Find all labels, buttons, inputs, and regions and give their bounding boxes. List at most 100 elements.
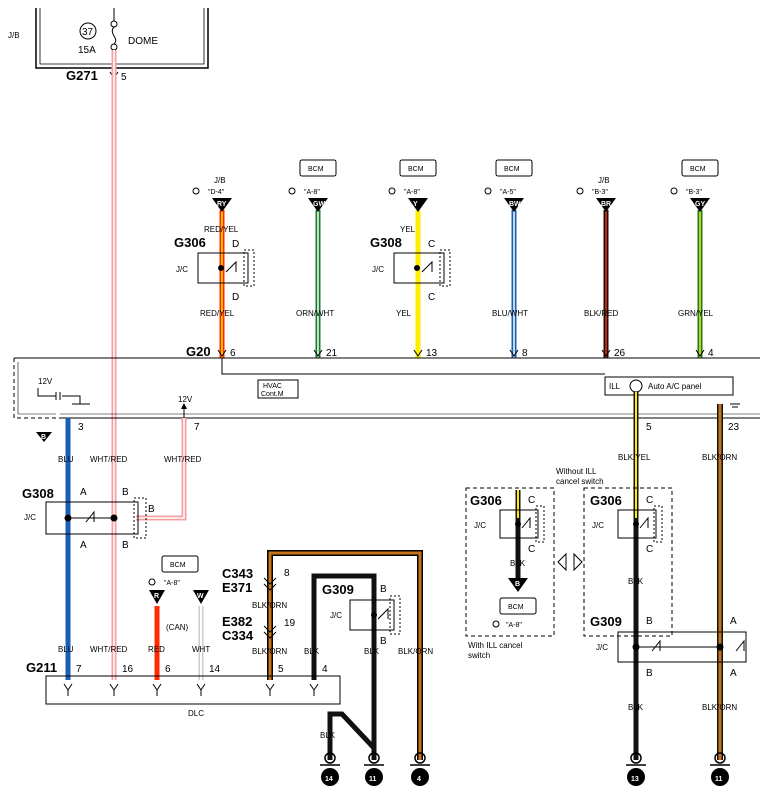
g309-right-pin-a-lower: A (730, 668, 737, 679)
dlc-pin-number: 16 (122, 664, 134, 675)
g309-mid-blk-orn: BLK/ORN (398, 647, 433, 656)
g20-pin: 4 (708, 348, 714, 359)
left-wht-red-secondary: WHT/RED (164, 455, 202, 464)
branch-jb-label: J/B (598, 176, 610, 185)
ground-13: 13 (626, 752, 646, 786)
dlc-pin: 5 (265, 664, 284, 696)
g306-with-ref: "A-8" (506, 622, 522, 629)
right-blk-yel: BLK/YEL (618, 453, 651, 462)
g306-with-bcm: BCM (508, 604, 524, 611)
left-wires (65, 418, 204, 680)
g20-pin: 6 (230, 348, 236, 359)
g309-right-pin-b-lower: B (646, 668, 653, 679)
branch-bcm-label: BCM (308, 166, 324, 173)
g309-right-blk: BLK (628, 703, 644, 712)
fuse-number: 37 (82, 27, 94, 38)
ground-number: 11 (369, 776, 377, 783)
with-ill-label-2: switch (468, 651, 490, 660)
dlc-pin-mark (152, 683, 162, 696)
eye-icon (388, 187, 396, 195)
g20-pin: 13 (426, 348, 438, 359)
e382-wire-label: BLK/ORN (252, 647, 287, 656)
branch-ref: "B-3" (686, 189, 702, 196)
g308-left-pin-b-upper: B (122, 487, 129, 498)
ground-number: 4 (417, 776, 421, 783)
branch-bcm-label: BCM (690, 166, 706, 173)
g308-left-label: G308 (22, 486, 54, 501)
branch-ref: "A-8" (304, 189, 320, 196)
g211-label: G211 (26, 660, 57, 675)
c343-pin: 8 (284, 568, 290, 579)
dlc-pin-mark (265, 683, 275, 696)
branch-wire-top-label: RED/YEL (204, 225, 239, 234)
dlc-pins: 7 16 6 14 5 4 (63, 664, 328, 696)
branch-wire-bottom-label: BLK/RED (584, 309, 618, 318)
g20-pin: 21 (326, 348, 338, 359)
branch-bcm-label: BCM (408, 166, 424, 173)
eye-icon (670, 187, 678, 195)
branch-tag: BR (601, 201, 611, 208)
tag-r: R (154, 593, 159, 600)
g306-without-blk: BLK (628, 577, 644, 586)
branch-wire-bottom-label: ORN/WHT (296, 309, 334, 318)
g20-connector-mark (601, 349, 611, 357)
g308-left-jc: J/C (24, 513, 36, 522)
g306-without-label: G306 (590, 493, 622, 508)
c343-wire-label: BLK/ORN (252, 601, 287, 610)
lamp-icon (629, 379, 643, 393)
g20-connector-mark (217, 349, 227, 357)
dlc-pin: 7 (63, 664, 82, 696)
g309-mid-junction: G309 B B J/C BLK BLK/ORN (322, 582, 433, 656)
upper-branches: J/B"D-4"RYRED/YELRED/YEL6BCM"A-8"GWORN/W… (192, 159, 719, 359)
g308-top-pin-upper: C (428, 239, 435, 250)
left-wht-red-lower: WHT/RED (90, 645, 128, 654)
fuse-name: DOME (128, 36, 158, 47)
left-wht-red-upper: WHT/RED (90, 455, 128, 464)
hvac-region: HVAC Cont.M 12V 12V 3 7 B ILL Auto A/C p… (13, 357, 760, 442)
g306-with-pin-lower: C (528, 544, 535, 555)
g306-top-pin-lower: D (232, 292, 239, 303)
right-wires (515, 392, 723, 760)
dlc-pin-number: 14 (209, 664, 221, 675)
g308-top-jc: J/C (372, 265, 384, 274)
ground-badge (411, 768, 429, 786)
ground-ring (630, 752, 642, 764)
dlc-pin-mark (196, 683, 206, 696)
hvac-12v-b: 12V (178, 395, 193, 404)
dlc-pin-mark (109, 683, 119, 696)
ground-blk-label: BLK (320, 731, 336, 740)
branch-ref: "D-4" (208, 189, 225, 196)
ground-badge (711, 768, 729, 786)
without-ill-label-2: cancel switch (556, 477, 604, 486)
g308-top-label: G308 (370, 235, 402, 250)
branch-wire-bottom-label: RED/YEL (200, 309, 235, 318)
hvac-pin-7: 7 (194, 422, 200, 433)
bcm-can-block: BCM "A-8" R W (CAN) (148, 555, 209, 632)
hvac-b-tag: B (41, 434, 46, 441)
dlc-pin: 4 (309, 664, 328, 696)
g306-top-pin-upper: D (232, 239, 239, 250)
bcm-box (495, 159, 533, 177)
eye-icon (492, 620, 500, 628)
dlc-pin-number: 6 (165, 664, 171, 675)
g309-mid-pin-lower: B (380, 636, 387, 647)
branch-tag-shape (212, 198, 232, 212)
dlc-pin-number: 4 (322, 664, 328, 675)
alternative-arrow-icon (557, 552, 583, 572)
branch-wire-top-label: YEL (400, 225, 416, 234)
ground-badge (321, 768, 339, 786)
dlc-pin-number: 5 (278, 664, 284, 675)
ground-ring (324, 752, 336, 764)
ground-number: 13 (631, 776, 639, 783)
hvac-pin-3: 3 (78, 422, 84, 433)
wht-wire-label: WHT (192, 645, 210, 654)
bcm-can-ref: "A-8" (164, 580, 180, 587)
branch-tag-shape (504, 198, 524, 212)
bcm-box (681, 159, 719, 177)
ground-11: 11 (364, 752, 384, 786)
